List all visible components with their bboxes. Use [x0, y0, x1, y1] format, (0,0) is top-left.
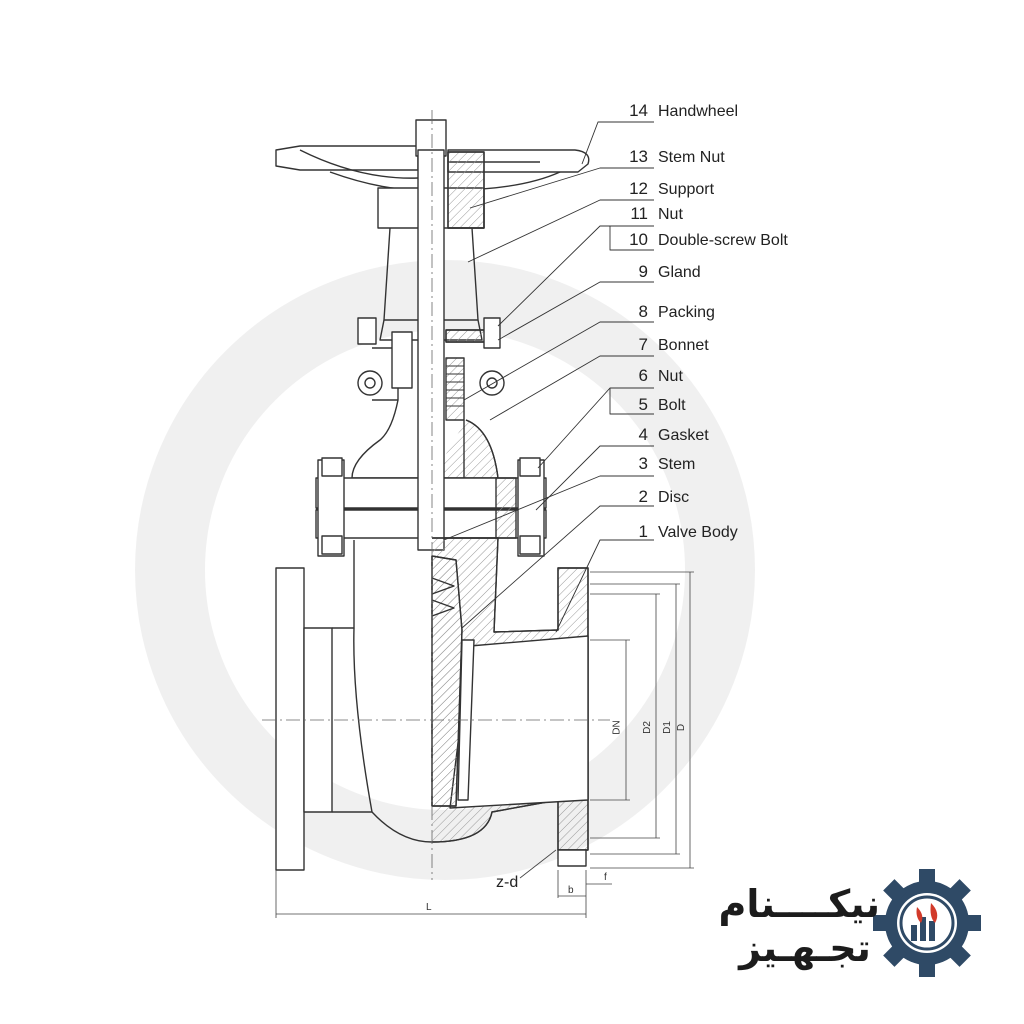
part-name: Disc [658, 489, 690, 506]
part-number: 5 [638, 395, 648, 414]
label-gasket: 4 Gasket [622, 426, 709, 445]
label-valve-body: 1 Valve Body [622, 523, 738, 542]
gland-area [357, 317, 505, 421]
label-gland: 9 Gland [622, 263, 701, 282]
part-name: Stem [658, 456, 696, 473]
dim-dn: DN [611, 720, 623, 735]
part-name: Double-screw Bolt [658, 232, 788, 249]
part-number: 2 [638, 487, 648, 506]
part-name: Stem Nut [658, 149, 725, 166]
dim-d1: D1 [661, 721, 673, 734]
part-number: 1 [638, 522, 648, 541]
brand-line-1: نیکــــنام [718, 882, 880, 926]
part-number: 12 [629, 179, 648, 198]
label-nut-11: 11 Nut [622, 205, 683, 224]
part-number: 7 [638, 335, 648, 354]
part-name: Gasket [658, 427, 709, 444]
bonnet [351, 399, 499, 479]
valve-body [275, 537, 589, 871]
dim-d2: D2 [641, 721, 653, 734]
label-stem: 3 Stem [622, 454, 696, 474]
label-nut-6: 6 Nut [622, 367, 683, 386]
part-name: Bonnet [658, 337, 709, 354]
part-number: 14 [629, 101, 648, 120]
label-bonnet: 7 Bonnet [622, 336, 709, 355]
dim-d: D [676, 723, 688, 732]
center-lines [262, 110, 610, 880]
label-packing: 8 Packing [622, 303, 715, 322]
part-number: 4 [638, 425, 648, 444]
label-bolt: 5 Bolt [622, 396, 686, 415]
dim-f: f [604, 872, 607, 883]
part-name: Nut [658, 206, 683, 223]
dim-zd: z-d [496, 874, 519, 891]
part-number: 10 [629, 230, 648, 249]
brand-line-2: تجـهـیز [739, 926, 871, 970]
brand-wordmark: نیکــــنام تجـهـیز [718, 882, 880, 970]
dim-b: b [568, 885, 574, 896]
part-name: Gland [658, 264, 701, 281]
part-number: 6 [638, 366, 648, 385]
label-stem-nut: 13 Stem Nut [622, 148, 725, 167]
watermark [135, 260, 755, 880]
part-name: Handwheel [658, 103, 739, 120]
part-number: 13 [629, 147, 648, 166]
label-double-screw-bolt: 10 Double-screw Bolt [622, 231, 788, 250]
part-name: Support [658, 181, 715, 198]
part-number: 9 [638, 262, 648, 281]
dimension-lines [275, 571, 694, 918]
label-support: 12 Support [622, 180, 714, 199]
dim-l: L [426, 902, 432, 913]
stem [417, 149, 445, 551]
label-handwheel: 14 Handwheel [622, 102, 738, 121]
part-name: Packing [658, 304, 715, 321]
leader-lines [443, 121, 654, 633]
part-number: 8 [638, 302, 648, 321]
part-name: Nut [658, 368, 683, 385]
part-number: 11 [630, 204, 648, 223]
part-name: Valve Body [658, 524, 738, 541]
part-name: Bolt [658, 397, 686, 414]
part-number: 3 [638, 454, 648, 473]
label-disc: 2 Disc [622, 487, 690, 507]
brand-logo-icon [873, 869, 981, 977]
